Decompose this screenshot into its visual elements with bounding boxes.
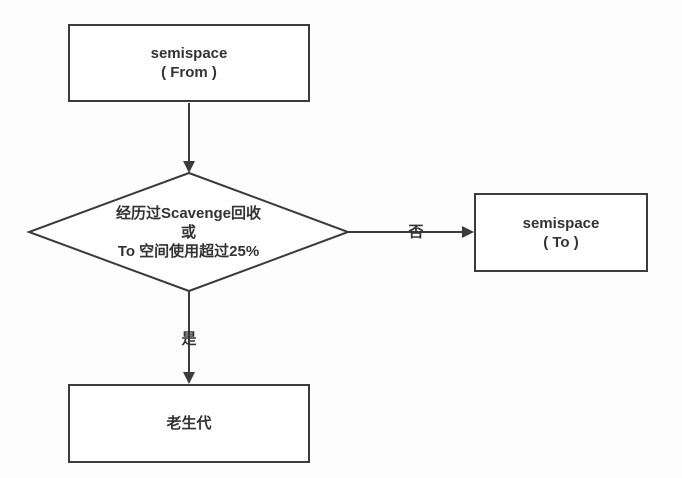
- edge-label-yes: 是: [181, 330, 197, 348]
- arrowhead-to-old-icon: [183, 372, 195, 384]
- decision-diamond-shape: [26, 171, 351, 293]
- arrowhead-to-to-icon: [462, 226, 474, 238]
- node-semispace-to-label-line2: ( To ): [543, 233, 579, 251]
- node-old-generation: 老生代: [68, 384, 310, 463]
- node-old-generation-label: 老生代: [166, 415, 212, 432]
- node-semispace-from-label-line2: ( From ): [161, 64, 217, 81]
- node-semispace-from-label-line1: semispace: [150, 45, 228, 62]
- node-semispace-from: semispace ( From ): [68, 24, 310, 102]
- edge-label-no: 否: [408, 223, 424, 241]
- arrowhead-to-decision-icon: [183, 161, 195, 173]
- node-semispace-to-label-line1: semispace: [522, 214, 600, 232]
- node-semispace-to: semispace ( To ): [474, 193, 648, 272]
